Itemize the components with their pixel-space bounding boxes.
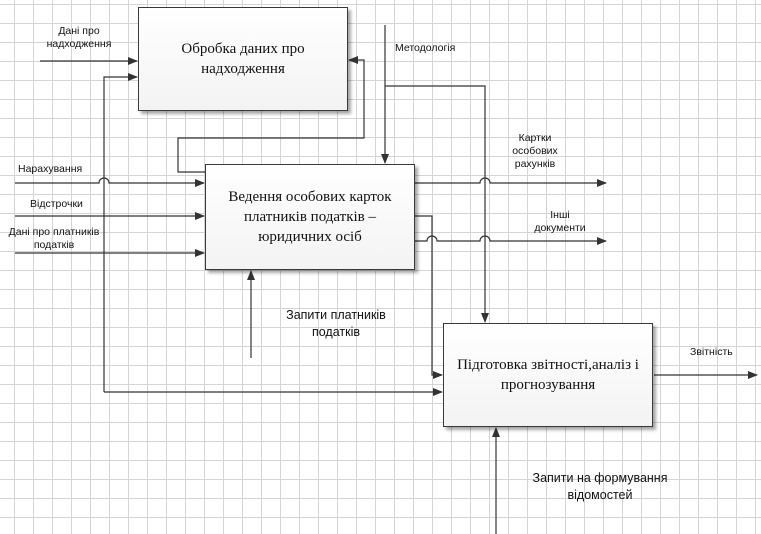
label-other-docs: Інші документи	[534, 209, 586, 234]
label-reports: Звітність	[690, 346, 733, 358]
label-accruals: Нарахування	[18, 163, 83, 175]
income-processing-box: Обробка даних про надходження	[138, 7, 348, 111]
arrow-cards-to-reporting	[415, 215, 443, 379]
label-report-requests: Запити на формування відомостей	[532, 471, 668, 502]
label-taxpayer-requests: Запити платників податків	[286, 308, 386, 339]
arrow-feedback-income	[177, 56, 365, 173]
reporting-box: Підготовка звітності,аналіз і прогнозува…	[443, 323, 653, 427]
label-taxpayer-data: Дані про платників податків	[8, 226, 100, 251]
arrow-methodology-reporting	[385, 85, 489, 323]
label-methodology: Методологія	[395, 42, 456, 54]
arrow-bypass-income	[103, 73, 138, 392]
arrow-accruals	[15, 177, 205, 187]
label-income-data: Дані про надходження	[46, 25, 112, 50]
label-cards-output: Картки особових рахунків	[512, 132, 558, 170]
label-deferrals: Відстрочки	[30, 198, 83, 210]
arrow-cards-output	[415, 177, 607, 187]
arrow-other-docs	[415, 235, 607, 245]
taxpayer-cards-box: Ведення особових карток платників податк…	[205, 164, 415, 270]
